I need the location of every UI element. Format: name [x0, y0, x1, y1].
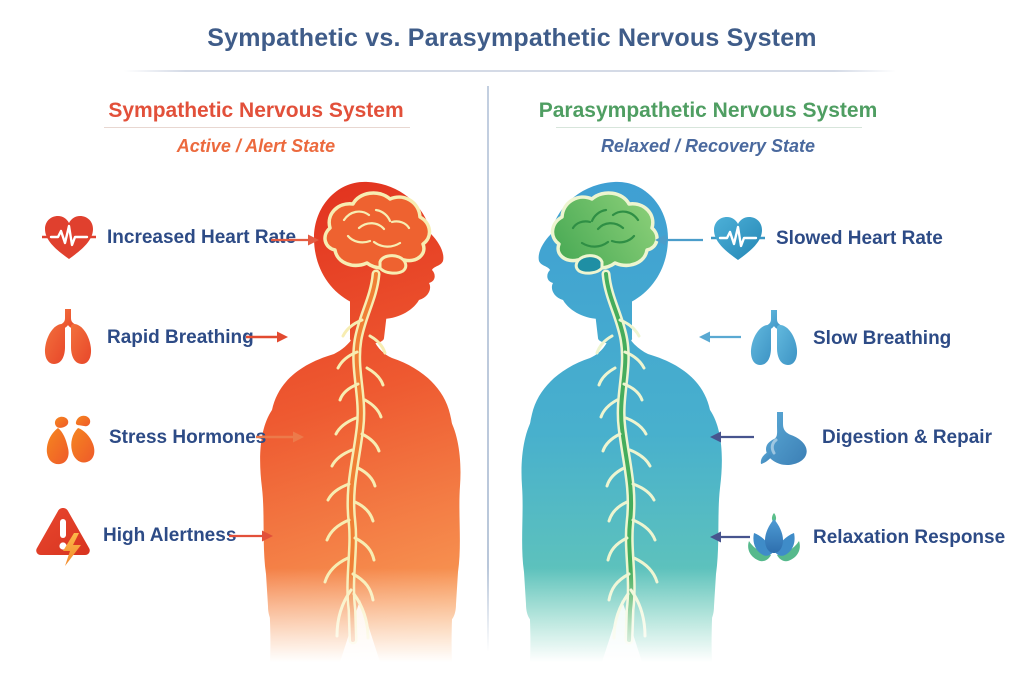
page-title: Sympathetic vs. Parasympathetic Nervous …: [207, 24, 817, 52]
list-item-slowed-heart-rate: Slowed Heart Rate: [711, 214, 943, 264]
title-divider: [124, 70, 896, 72]
sympathetic-figure: [256, 181, 468, 662]
list-item-increased-heart-rate: Increased Heart Rate: [42, 213, 296, 263]
sympathetic-header: Sympathetic Nervous System: [108, 99, 404, 122]
arrow-right-icon: [256, 431, 304, 443]
list-item-slow-breathing: Slow Breathing: [746, 309, 951, 369]
sympathetic-header-underline: [104, 127, 410, 128]
parasympathetic-figure: [514, 181, 726, 662]
parasympathetic-header-underline: [556, 127, 862, 128]
arrow-right-icon: [246, 331, 288, 343]
list-item-stress-hormones: Stress Hormones: [42, 410, 266, 466]
lotus-icon: [746, 512, 802, 563]
stomach-icon: [755, 410, 811, 466]
item-label: Digestion & Repair: [822, 427, 992, 448]
sympathetic-subheader: Active / Alert State: [176, 136, 336, 156]
heartbeat-icon: [42, 213, 96, 263]
item-label: Rapid Breathing: [107, 327, 254, 348]
item-label: Slowed Heart Rate: [776, 228, 943, 249]
item-label: Increased Heart Rate: [107, 227, 297, 248]
vertical-divider: [487, 86, 489, 652]
parasympathetic-subheader: Relaxed / Recovery State: [600, 136, 816, 156]
item-label: Stress Hormones: [109, 427, 267, 448]
list-item-high-alertness: High Alertness: [34, 505, 236, 567]
arrow-right-icon: [271, 234, 319, 246]
list-item-relaxation-response: Relaxation Response: [746, 512, 1005, 563]
alert-triangle-icon: [34, 505, 92, 567]
list-item-rapid-breathing: Rapid Breathing: [40, 308, 254, 368]
parasympathetic-header: Parasympathetic Nervous System: [538, 99, 878, 122]
arrow-left-icon: [699, 331, 741, 343]
adrenal-glands-icon: [42, 410, 98, 466]
arrow-left-icon: [710, 531, 750, 543]
arrow-right-icon: [229, 530, 273, 542]
item-label: Slow Breathing: [813, 328, 952, 349]
arrow-left-icon: [655, 234, 703, 246]
item-label: Relaxation Response: [813, 526, 1006, 548]
list-item-digestion-repair: Digestion & Repair: [755, 410, 992, 466]
lungs-icon: [40, 308, 96, 368]
heartbeat-icon: [711, 214, 765, 264]
lungs-icon: [746, 309, 802, 369]
arrow-left-icon: [710, 431, 754, 443]
item-label: High Alertness: [103, 525, 237, 546]
